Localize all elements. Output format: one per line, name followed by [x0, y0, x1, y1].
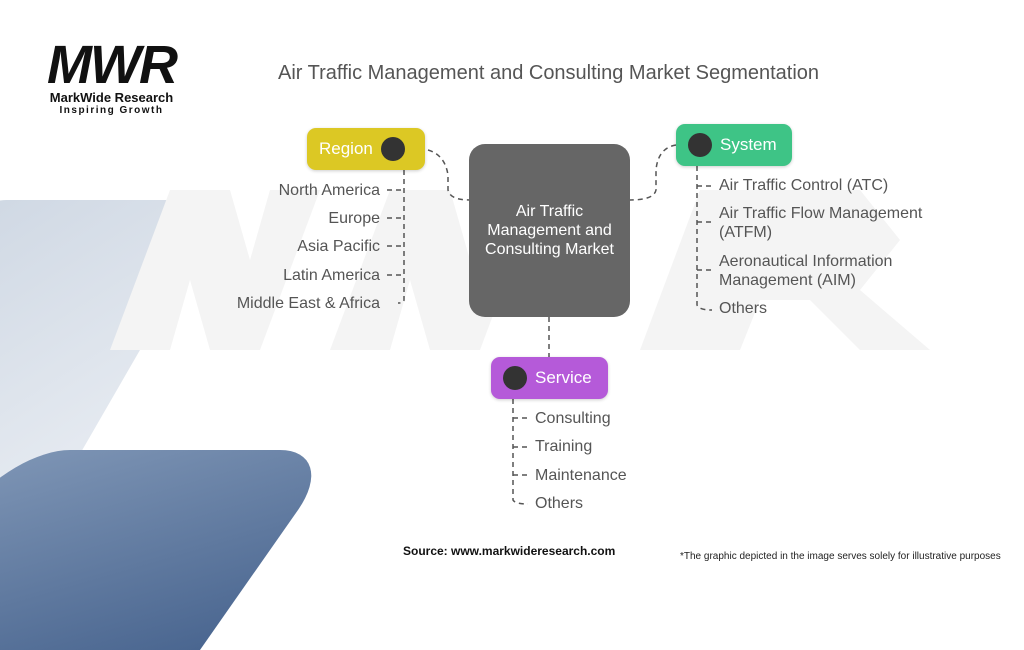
region-label: Region — [319, 139, 373, 158]
region-item: Middle East & Africa — [236, 295, 380, 312]
service-item: Maintenance — [535, 467, 627, 484]
region-item: Europe — [328, 210, 380, 227]
service-item: Others — [535, 495, 584, 512]
service-item: Training — [535, 438, 593, 455]
logo-tagline: Inspiring Growth — [59, 105, 164, 116]
disclaimer-note: *The graphic depicted in the image serve… — [680, 551, 1001, 562]
page-title: Air Traffic Management and Consulting Ma… — [278, 62, 820, 84]
service-item: Consulting — [535, 410, 611, 427]
system-item: Aeronautical Information Management (AIM… — [719, 253, 893, 289]
logo-mark: MWR — [47, 35, 178, 95]
service-icon — [503, 366, 527, 390]
logo-name: MarkWide Research — [49, 90, 174, 105]
system-node: System — [676, 124, 792, 166]
connector-lines — [387, 144, 713, 505]
service-node: Service — [491, 357, 608, 399]
service-label: Service — [535, 368, 592, 387]
source-text: Source: www.markwideresearch.com — [403, 544, 616, 558]
region-item: North America — [278, 182, 380, 199]
region-item: Asia Pacific — [297, 238, 380, 255]
system-label: System — [720, 135, 777, 154]
region-node: Region — [307, 128, 425, 170]
system-item: Air Traffic Control (ATC) — [719, 177, 889, 194]
system-item: Others — [719, 300, 768, 317]
globe-icon — [380, 137, 405, 161]
center-node: Air Traffic Management and Consulting Ma… — [469, 144, 630, 317]
system-item: Air Traffic Flow Management (ATFM) — [719, 205, 923, 241]
cloud-gear-icon — [688, 133, 712, 157]
logo: MWR MarkWide Research Inspiring Growth — [34, 35, 189, 116]
region-item: Latin America — [283, 267, 380, 284]
